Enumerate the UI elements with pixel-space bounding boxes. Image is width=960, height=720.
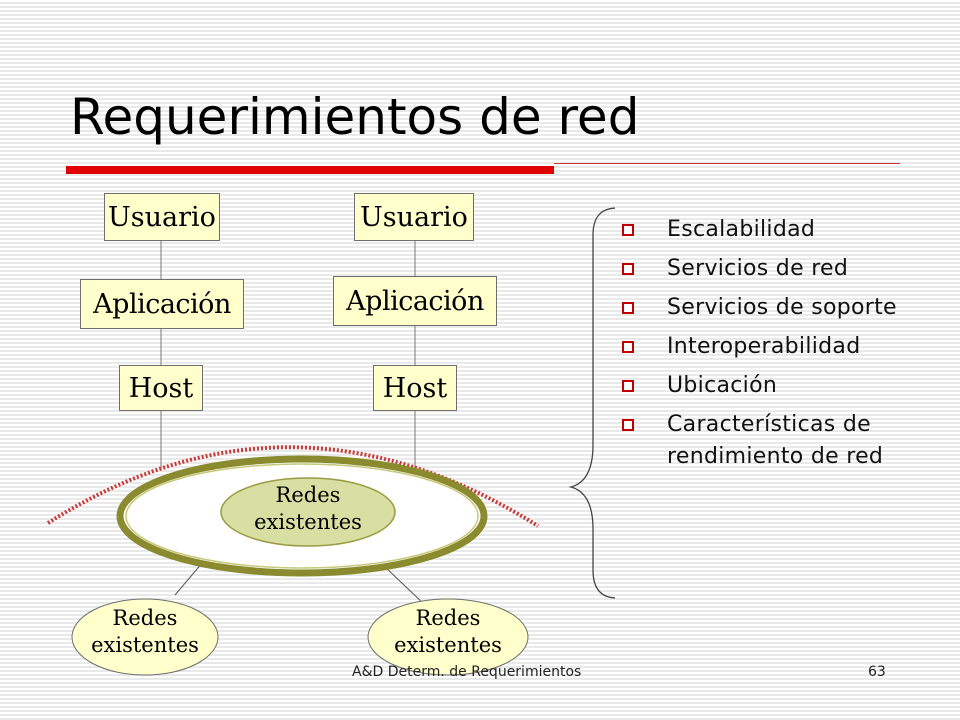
left-network-ellipse xyxy=(71,598,219,676)
right-application-label: Aplicación xyxy=(346,285,484,317)
checkbox-bullet-icon xyxy=(622,224,634,236)
center-network-line2: existentes xyxy=(254,510,362,535)
requirement-item: Servicios de soporte xyxy=(622,292,922,324)
slide-footer: A&D Determ. de Requerimientos 63 xyxy=(0,664,960,684)
checkbox-bullet-icon xyxy=(622,263,634,275)
requirement-label: Servicios de soporte xyxy=(667,295,897,320)
requirement-item: Servicios de red xyxy=(622,253,922,285)
right-network-line1: Redes xyxy=(415,606,481,630)
left-network-label: Redes existentes xyxy=(70,605,220,660)
requirements-list: Escalabilidad Servicios de red Servicios… xyxy=(622,214,922,480)
connector-net-left xyxy=(174,561,204,596)
center-network-label: Redes existentes xyxy=(238,482,378,537)
title-divider-line xyxy=(554,163,900,164)
left-user-label: Usuario xyxy=(108,201,216,233)
right-user-label: Usuario xyxy=(360,201,468,233)
right-host-label: Host xyxy=(382,372,448,404)
right-network-label: Redes existentes xyxy=(373,605,523,660)
right-application-box: Aplicación xyxy=(333,276,497,326)
right-user-box: Usuario xyxy=(354,193,474,241)
connector-net-right xyxy=(382,564,426,606)
requirement-label: Ubicación xyxy=(667,373,778,398)
requirement-label: Interoperabilidad xyxy=(667,334,861,359)
left-network-line2: existentes xyxy=(91,633,199,658)
left-host-box: Host xyxy=(119,365,203,411)
checkbox-bullet-icon xyxy=(622,302,634,314)
right-network-line2: existentes xyxy=(394,633,502,658)
center-network-line1: Redes xyxy=(275,483,341,507)
checkbox-bullet-icon xyxy=(622,419,634,431)
curly-brace-icon xyxy=(568,207,615,599)
right-network-ellipse xyxy=(367,598,529,676)
requirement-item: Características de rendimiento de red xyxy=(622,409,922,473)
requirement-label: Características de rendimiento de red xyxy=(667,412,884,469)
left-user-box: Usuario xyxy=(104,193,220,241)
right-host-box: Host xyxy=(373,365,457,411)
checkbox-bullet-icon xyxy=(622,380,634,392)
left-network-line1: Redes xyxy=(112,606,178,630)
footer-text: A&D Determ. de Requerimientos xyxy=(352,664,582,680)
requirement-item: Interoperabilidad xyxy=(622,331,922,363)
network-scope-arc xyxy=(46,445,540,528)
requirement-label: Servicios de red xyxy=(667,256,849,281)
slide-title: Requerimientos de red xyxy=(70,88,640,146)
left-host-label: Host xyxy=(128,372,194,404)
requirement-label: Escalabilidad xyxy=(667,217,816,242)
page-number: 63 xyxy=(868,664,886,680)
requirement-item: Ubicación xyxy=(622,370,922,402)
center-network-ellipse xyxy=(220,477,396,547)
title-accent-bar xyxy=(66,166,554,174)
left-application-label: Aplicación xyxy=(93,288,231,320)
checkbox-bullet-icon xyxy=(622,341,634,353)
left-application-box: Aplicación xyxy=(80,279,244,329)
requirement-item: Escalabilidad xyxy=(622,214,922,246)
